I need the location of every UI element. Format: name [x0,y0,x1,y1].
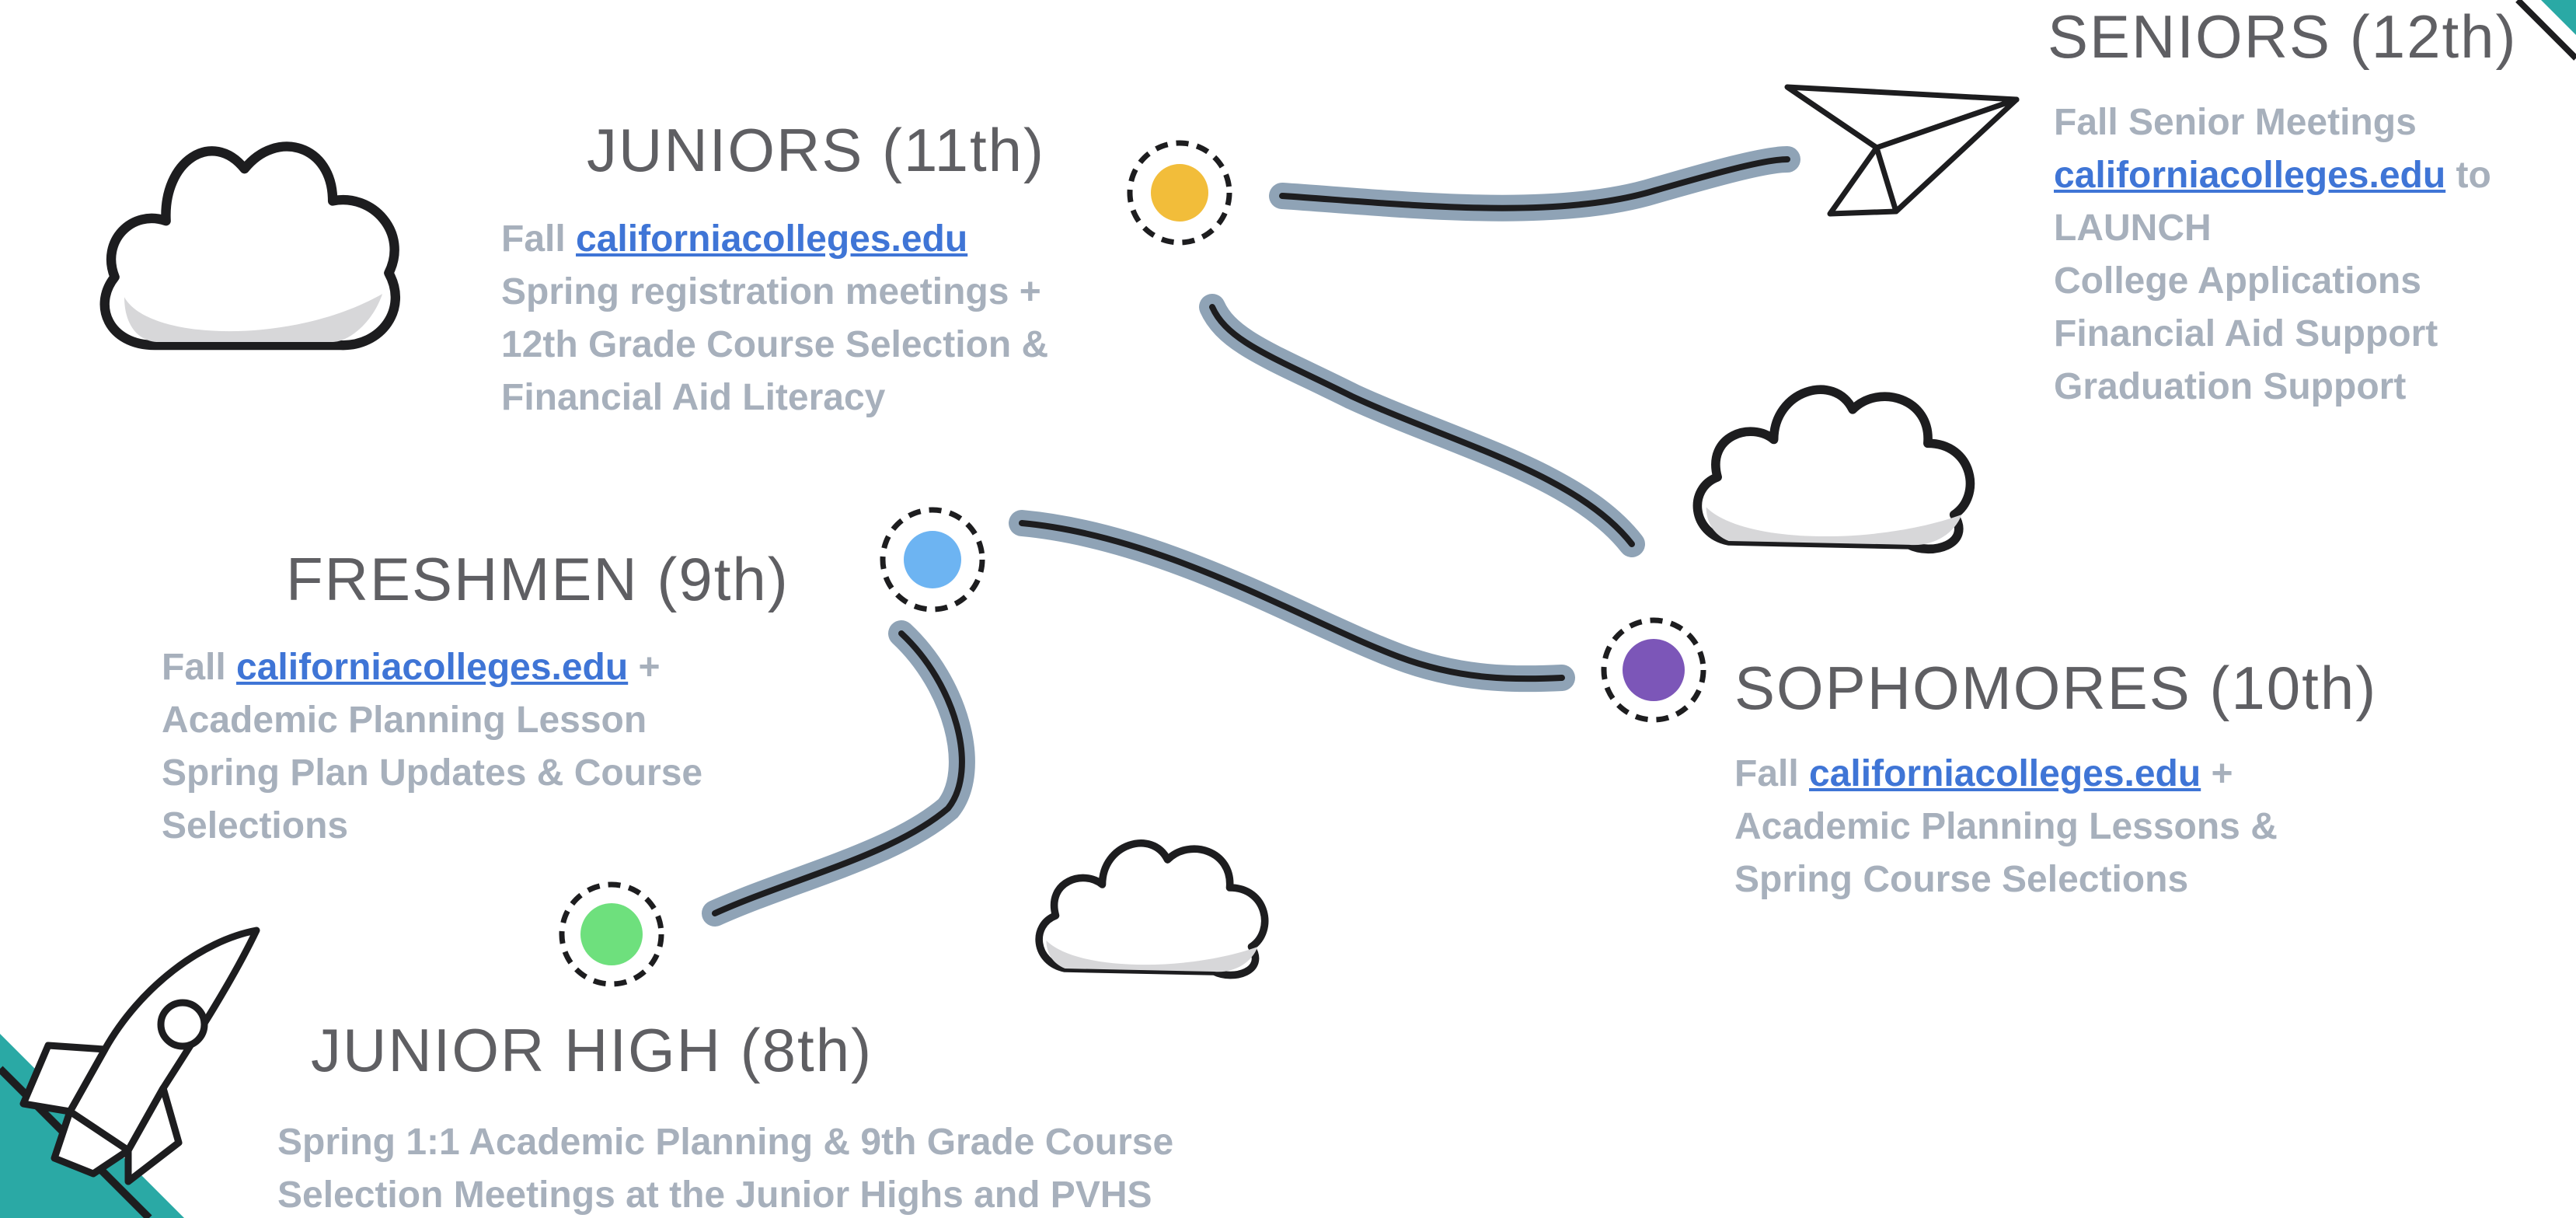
juniors-dot [1127,140,1232,246]
seniors-line-4: College Applications [2054,260,2421,302]
seniors-description: Fall Senior Meetings californiacolleges.… [2054,96,2491,414]
freshmen-line-1-suffix: + [638,647,661,688]
cloud-icon [1039,843,1264,975]
junior-high-description: Spring 1:1 Academic Planning & 9th Grade… [277,1116,1173,1218]
freshmen-line-1-prefix: Fall [162,647,226,688]
junior-high-line-2: Selection Meetings at the Junior Highs a… [277,1174,1152,1216]
sophomores-description: Fall californiacolleges.edu + Academic P… [1734,748,2278,906]
corner-stroke-top-right [2515,0,2576,61]
cloud-icon [105,147,396,346]
freshmen-line-2: Academic Planning Lesson [162,700,647,741]
seniors-line-6: Graduation Support [2054,366,2407,407]
path-freshmen-to-sophomores [1009,510,1575,693]
sophomores-title: SOPHOMORES (10th) [1734,654,2378,722]
junior-high-line-1: Spring 1:1 Academic Planning & 9th Grade… [277,1122,1174,1163]
path-junior-high-to-freshmen [702,620,975,927]
freshmen-californiacolleges-link[interactable]: californiacolleges.edu [236,647,629,688]
juniors-line-3: 12th Grade Course Selection & [501,324,1049,365]
sophomores-line-1-prefix: Fall [1734,753,1799,794]
juniors-line-4: Financial Aid Literacy [501,377,886,418]
freshmen-dot [880,507,985,612]
seniors-title: SENIORS (12th) [2048,2,2518,71]
sophomores-californiacolleges-link[interactable]: californiacolleges.edu [1809,753,2201,794]
juniors-title: JUNIORS (11th) [587,116,1045,184]
rocket-icon [19,927,260,1185]
sophomores-dot [1601,617,1706,723]
freshmen-description: Fall californiacolleges.edu + Academic P… [162,641,702,853]
junior-high-dot [559,881,664,987]
freshmen-line-3: Spring Plan Updates & Course [162,752,703,794]
junior-high-title: JUNIOR HIGH (8th) [311,1016,873,1084]
sophomores-line-1-suffix: + [2211,753,2233,794]
teal-corner-top-right [2541,0,2576,35]
sophomores-line-3: Spring Course Selections [1734,859,2189,900]
seniors-line-3: LAUNCH [2054,208,2212,249]
juniors-description: Fall californiacolleges.edu Spring regis… [501,213,1048,424]
sophomores-line-2: Academic Planning Lessons & [1734,806,2278,847]
seniors-line-5: Financial Aid Support [2054,313,2438,354]
juniors-line-2: Spring registration meetings + [501,271,1041,312]
juniors-californiacolleges-link[interactable]: californiacolleges.edu [576,218,968,260]
paper-plane-icon [1784,84,2020,217]
seniors-line-2-suffix: to [2456,155,2491,196]
cloud-icon [1697,389,1970,549]
seniors-line-1: Fall Senior Meetings [2054,102,2417,143]
freshmen-title: FRESHMEN (9th) [286,545,790,613]
freshmen-line-4: Selections [162,805,349,846]
seniors-californiacolleges-link[interactable]: californiacolleges.edu [2054,155,2446,196]
juniors-line-1-prefix: Fall [501,218,566,260]
